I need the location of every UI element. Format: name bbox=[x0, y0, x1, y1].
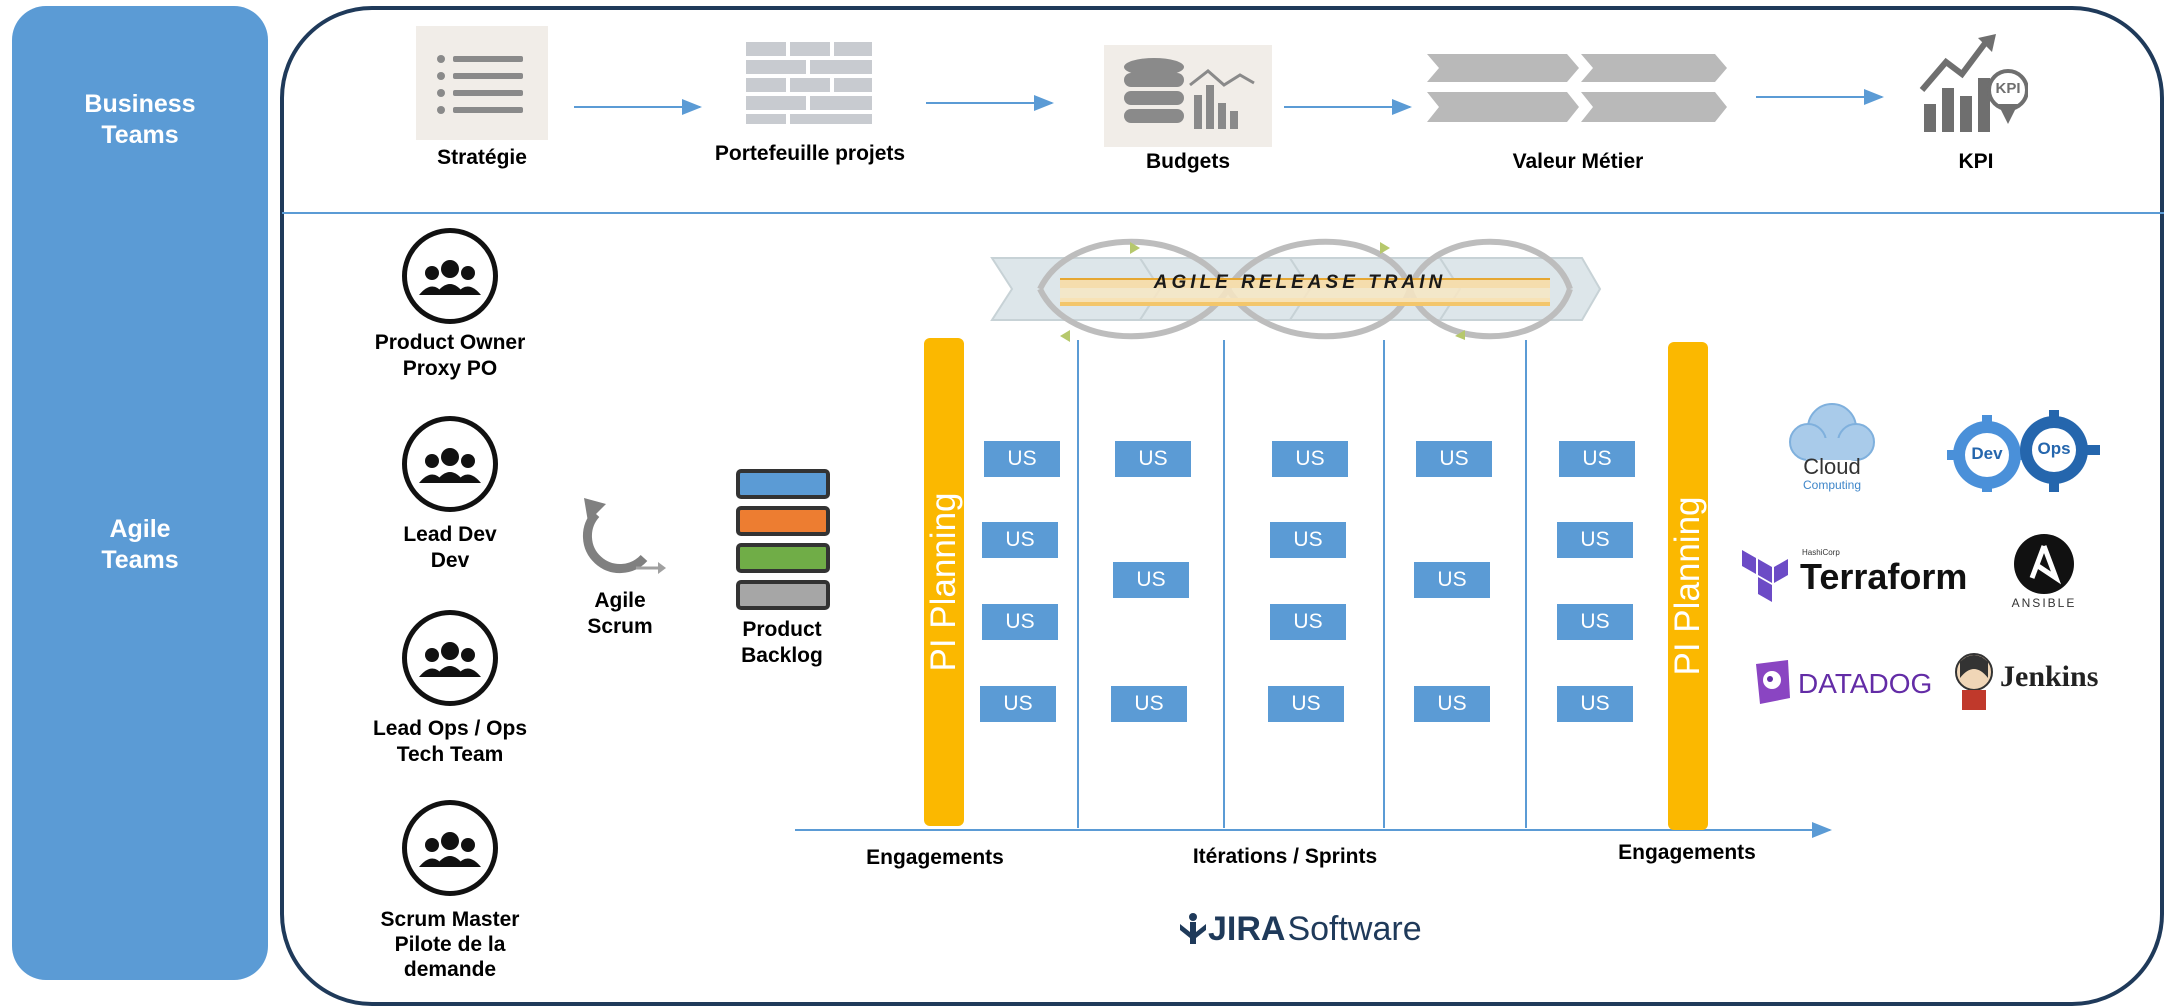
user-story-card: US bbox=[1111, 686, 1187, 722]
team-sidebar bbox=[12, 6, 268, 980]
user-story-card: US bbox=[1414, 562, 1490, 598]
strategy-caption: Stratégie bbox=[437, 146, 527, 169]
backlog-caption: Product Backlog bbox=[741, 618, 823, 667]
terraform-logo: HashiCorp Terraform bbox=[1742, 546, 1967, 602]
scrum-caption: Agile Scrum bbox=[587, 589, 653, 638]
team-people-icon bbox=[402, 416, 498, 512]
terraform-icon bbox=[1742, 550, 1788, 602]
datadog-icon bbox=[1756, 660, 1790, 704]
devops-gears-logo: Dev Ops bbox=[1942, 410, 2102, 493]
user-story-card: US bbox=[1115, 441, 1191, 477]
cloud-subtitle: Computing bbox=[1802, 478, 1862, 492]
business-teams-label: Business Teams bbox=[84, 90, 196, 149]
jira-suffix-text: Software bbox=[1278, 910, 1422, 948]
team-people-icon bbox=[402, 800, 498, 896]
role-caption-sm: Scrum Master Pilote de la demande bbox=[380, 908, 520, 981]
timeline-right-caption: Engagements bbox=[1618, 841, 1756, 864]
datadog-logo: DATADOG bbox=[1752, 658, 1938, 708]
pi-planning-bar-right bbox=[1668, 342, 1708, 830]
business-flow-arrows bbox=[574, 89, 1884, 838]
sprint-separator bbox=[1223, 340, 1225, 828]
user-story-card: US bbox=[1270, 522, 1346, 558]
user-story-card: US bbox=[1414, 686, 1490, 722]
agile-release-train-banner: AGILE RELEASE TRAIN bbox=[990, 236, 1602, 342]
portfolio-grid-icon bbox=[744, 40, 874, 126]
portfolio-caption: Portefeuille projets bbox=[714, 142, 906, 165]
cloud-title: Cloud bbox=[1803, 454, 1861, 479]
user-story-card: US bbox=[1270, 604, 1346, 640]
cloud-computing-logo: Cloud Computing bbox=[1780, 398, 1884, 498]
user-story-card: US bbox=[1113, 562, 1189, 598]
kpi-badge-text: KPI bbox=[1995, 80, 2021, 97]
sprint-separator bbox=[1525, 340, 1527, 828]
timeline-middle-caption: Itérations / Sprints bbox=[1192, 845, 1378, 868]
terraform-vendor: HashiCorp bbox=[1802, 548, 1840, 557]
budgets-caption: Budgets bbox=[1146, 150, 1230, 173]
user-story-card: US bbox=[1557, 522, 1633, 558]
role-caption-ops: Lead Ops / Ops Tech Team bbox=[372, 717, 528, 766]
user-story-card: US bbox=[982, 604, 1058, 640]
backlog-item-blue bbox=[736, 469, 830, 499]
pi-planning-label-right: PI Planning bbox=[1668, 496, 1707, 676]
jenkins-text: Jenkins bbox=[2000, 660, 2099, 693]
jira-brand-text: JIRA bbox=[1208, 910, 1286, 948]
dev-gear-label: Dev bbox=[1971, 444, 2003, 463]
role-caption-dev: Lead Dev Dev bbox=[403, 523, 497, 572]
jenkins-logo: Jenkins bbox=[1952, 644, 2136, 712]
datadog-text: DATADOG bbox=[1798, 668, 1933, 699]
user-story-card: US bbox=[982, 522, 1058, 558]
strategy-list-icon bbox=[416, 26, 548, 140]
terraform-text: Terraform bbox=[1800, 556, 1968, 597]
backlog-item-gray bbox=[736, 580, 830, 610]
team-people-icon bbox=[402, 228, 498, 324]
user-story-card: US bbox=[1557, 604, 1633, 640]
ansible-text: ANSIBLE bbox=[2011, 596, 2077, 610]
pi-planning-label-left: PI Planning bbox=[924, 492, 963, 672]
art-banner-text: AGILE RELEASE TRAIN bbox=[1153, 272, 1447, 293]
jira-icon bbox=[1180, 913, 1206, 944]
team-people-icon bbox=[402, 610, 498, 706]
user-story-card: US bbox=[1416, 441, 1492, 477]
user-story-card: US bbox=[980, 686, 1056, 722]
backlog-item-green bbox=[736, 543, 830, 573]
kpi-caption: KPI bbox=[1958, 150, 1994, 173]
sprint-separator bbox=[1383, 340, 1385, 828]
budget-database-icon bbox=[1104, 45, 1272, 147]
jira-software-logo: JIRA Software bbox=[1178, 908, 1428, 952]
user-story-card: US bbox=[984, 441, 1060, 477]
business-value-caption: Valeur Métier bbox=[1512, 150, 1644, 173]
pi-planning-bar-left bbox=[924, 338, 964, 826]
ops-gear-label: Ops bbox=[2037, 439, 2071, 458]
ansible-logo: ANSIBLE bbox=[1996, 534, 2092, 614]
backlog-item-orange bbox=[736, 506, 830, 536]
kpi-chart-icon: KPI bbox=[1916, 32, 2029, 134]
role-caption-po: Product Owner Proxy PO bbox=[374, 331, 526, 380]
agile-teams-label: Agile Teams bbox=[101, 515, 179, 574]
user-story-card: US bbox=[1557, 686, 1633, 722]
user-story-card: US bbox=[1272, 441, 1348, 477]
jenkins-icon bbox=[1955, 653, 1993, 710]
ansible-icon bbox=[2014, 534, 2074, 594]
user-story-card: US bbox=[1268, 686, 1344, 722]
value-chevrons-icon bbox=[1427, 52, 1727, 124]
sprint-separator bbox=[1077, 340, 1079, 828]
user-story-card: US bbox=[1559, 441, 1635, 477]
section-divider bbox=[282, 212, 2164, 214]
scrum-cycle-icon bbox=[574, 494, 666, 580]
timeline-left-caption: Engagements bbox=[866, 846, 1004, 869]
